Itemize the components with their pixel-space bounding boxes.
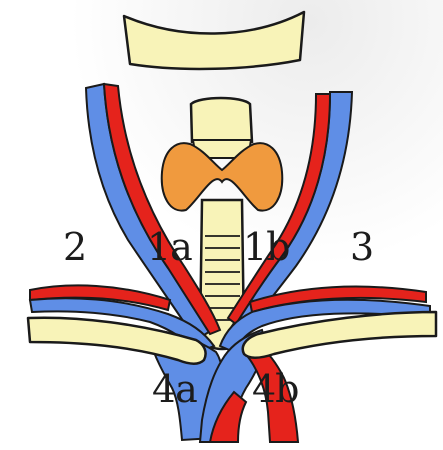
region-label-3: 3	[350, 228, 373, 266]
region-label-1a: 1a	[147, 228, 192, 266]
region-label-1b: 1b	[243, 228, 290, 266]
region-label-4b: 4b	[252, 370, 299, 408]
region-label-2: 2	[63, 228, 86, 266]
region-label-4a: 4a	[152, 370, 197, 408]
